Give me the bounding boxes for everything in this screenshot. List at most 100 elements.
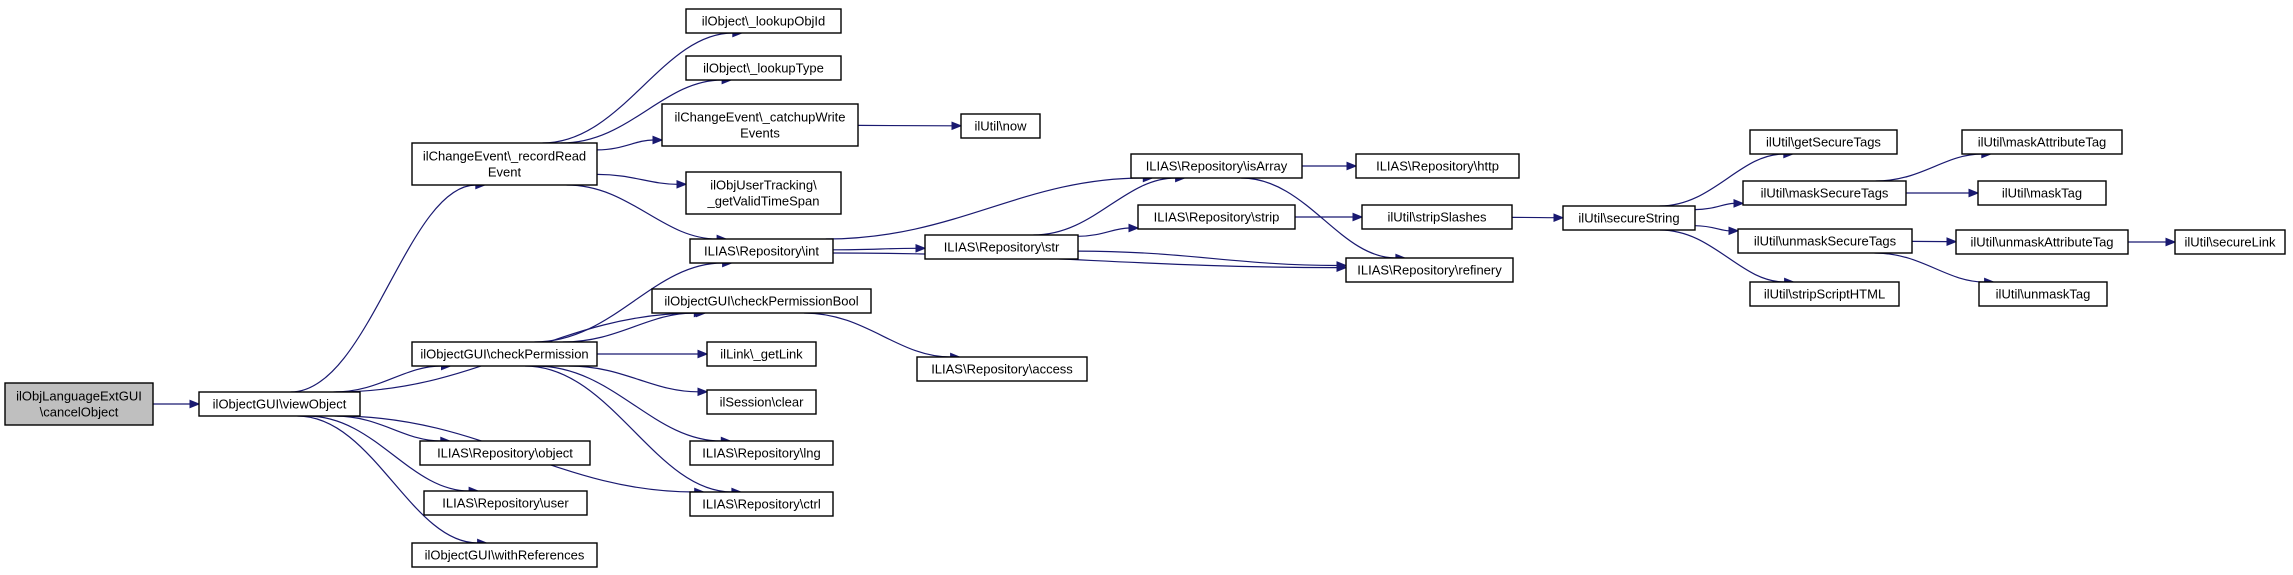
node-n3[interactable]: ilObject\_lookupObjId <box>685 8 842 34</box>
node-box <box>411 542 598 568</box>
node-n12[interactable]: ilSession\clear <box>706 389 817 415</box>
edge-n10-n11 <box>596 349 709 359</box>
node-box <box>419 440 591 466</box>
node-label: ilUtil\unmaskSecureTags <box>1754 234 1897 249</box>
node-n32[interactable]: ilUtil\unmaskAttributeTag <box>1955 229 2129 255</box>
node-n29[interactable]: ilUtil\stripScriptHTML <box>1749 281 1900 307</box>
node-box <box>1345 257 1514 283</box>
node-label: Events <box>740 126 780 141</box>
edge-n25-n27 <box>1694 199 1745 211</box>
node-n4[interactable]: ilObject\_lookupType <box>685 55 842 81</box>
node-label: ILIAS\Repository\str <box>944 240 1060 255</box>
node-n13[interactable]: ILIAS\Repository\lng <box>689 440 834 466</box>
edge-n28-n32 <box>1911 237 1958 246</box>
node-box <box>651 288 872 314</box>
edge-line <box>803 312 951 358</box>
edge-line <box>596 139 654 151</box>
node-label: ilUtil\unmaskAttributeTag <box>1970 235 2113 250</box>
node-n11[interactable]: ilLink\_getLink <box>706 341 817 367</box>
node-n28[interactable]: ilUtil\unmaskSecureTags <box>1737 228 1913 254</box>
node-n10[interactable]: ilObjectGUI\checkPermission <box>411 341 598 367</box>
node-label: ILIAS\Repository\lng <box>702 446 821 461</box>
node-n22[interactable]: ILIAS\Repository\strip <box>1137 204 1296 230</box>
node-box <box>685 55 842 81</box>
edge-line <box>561 79 723 144</box>
node-n20[interactable]: ILIAS\Repository\access <box>916 356 1088 382</box>
node-n8[interactable]: ILIAS\Repository\int <box>689 238 834 264</box>
node-n16[interactable]: ILIAS\Repository\user <box>423 490 588 516</box>
edge-line <box>1241 177 1396 259</box>
arrowhead <box>1128 223 1140 233</box>
node-n26[interactable]: ilUtil\getSecureTags <box>1749 129 1898 155</box>
edge-line <box>1874 252 1985 283</box>
node-n19[interactable]: ILIAS\Repository\str <box>924 234 1079 260</box>
node-box <box>689 491 834 517</box>
node-box <box>1978 281 2108 307</box>
edge-n19-n22 <box>1077 223 1140 237</box>
node-n17[interactable]: ilObjectGUI\withReferences <box>411 542 598 568</box>
node-label: ilUtil\stripScriptHTML <box>1764 287 1885 302</box>
node-n27[interactable]: ilUtil\maskSecureTags <box>1742 180 1907 206</box>
node-label: ILIAS\Repository\ctrl <box>702 497 821 512</box>
node-label: ilObject\_lookupType <box>703 61 824 76</box>
node-label: ilUtil\maskSecureTags <box>1761 186 1889 201</box>
edge-n0-n1 <box>152 399 201 409</box>
node-n7[interactable]: ilObjUserTracking\_getValidTimeSpan <box>685 171 842 215</box>
node-n0[interactable]: ilObjLanguageExtGUI\cancelObject <box>4 382 154 426</box>
node-label: ILIAS\Repository\int <box>704 244 819 259</box>
node-n14[interactable]: ILIAS\Repository\object <box>419 440 591 466</box>
node-label: ilObjectGUI\viewObject <box>213 397 347 412</box>
node-box <box>689 238 834 264</box>
node-box <box>1749 129 1898 155</box>
node-n6[interactable]: ilUtil\now <box>960 113 1041 139</box>
node-label: ilChangeEvent\_recordRead <box>423 149 586 164</box>
node-n24[interactable]: ilUtil\stripSlashes <box>1361 204 1513 230</box>
arrowhead <box>915 243 927 253</box>
edge-line <box>334 415 441 442</box>
edge-line <box>525 365 732 493</box>
node-n30[interactable]: ilUtil\maskAttributeTag <box>1961 129 2123 155</box>
arrowhead <box>1968 188 1980 198</box>
node-label: ilUtil\maskAttributeTag <box>1978 135 2107 150</box>
edge-line <box>333 365 442 393</box>
edge-line <box>1659 153 1784 207</box>
edge-n27-n31 <box>1906 188 1980 198</box>
edge-line <box>290 184 476 393</box>
node-box <box>1977 180 2107 206</box>
edge-n9-n20 <box>803 312 961 362</box>
node-n31[interactable]: ilUtil\maskTag <box>1977 180 2107 206</box>
arrowhead <box>2165 237 2177 247</box>
edge-line <box>542 32 733 144</box>
node-label: ilUtil\secureLink <box>2184 235 2276 250</box>
arrowhead <box>697 387 709 397</box>
node-label: ilObject\_lookupObjId <box>702 14 826 29</box>
node-n9[interactable]: ilObjectGUI\checkPermissionBool <box>651 288 872 314</box>
edge-line <box>832 247 917 251</box>
node-n25[interactable]: ilUtil\secureString <box>1562 205 1696 231</box>
edge-n22-n24 <box>1295 212 1364 222</box>
node-n15[interactable]: ILIAS\Repository\ctrl <box>689 491 834 517</box>
arrowhead <box>697 349 709 359</box>
arrowhead <box>676 179 688 189</box>
node-n23[interactable]: ILIAS\Repository\refinery <box>1345 257 1514 283</box>
edge-line <box>1659 229 1785 283</box>
node-box <box>411 341 598 367</box>
node-box <box>916 356 1088 382</box>
node-label: ilUtil\getSecureTags <box>1766 135 1881 150</box>
node-n18[interactable]: ILIAS\Repository\isArray <box>1130 153 1303 179</box>
node-box <box>706 341 817 367</box>
node-n33[interactable]: ilUtil\unmaskTag <box>1978 281 2108 307</box>
node-label: ilUtil\unmaskTag <box>1996 287 2091 302</box>
node-label: ilObjectGUI\checkPermissionBool <box>664 294 858 309</box>
edge-n28-n33 <box>1874 252 1995 287</box>
node-n34[interactable]: ilUtil\secureLink <box>2174 229 2286 255</box>
edge-line <box>566 184 718 240</box>
node-box <box>1137 204 1296 230</box>
edge-n10-n9 <box>562 308 705 343</box>
node-label: Event <box>488 165 522 180</box>
node-n1[interactable]: ilObjectGUI\viewObject <box>198 391 361 417</box>
node-n21[interactable]: ILIAS\Repository\http <box>1355 153 1520 179</box>
edge-line <box>1033 177 1176 236</box>
